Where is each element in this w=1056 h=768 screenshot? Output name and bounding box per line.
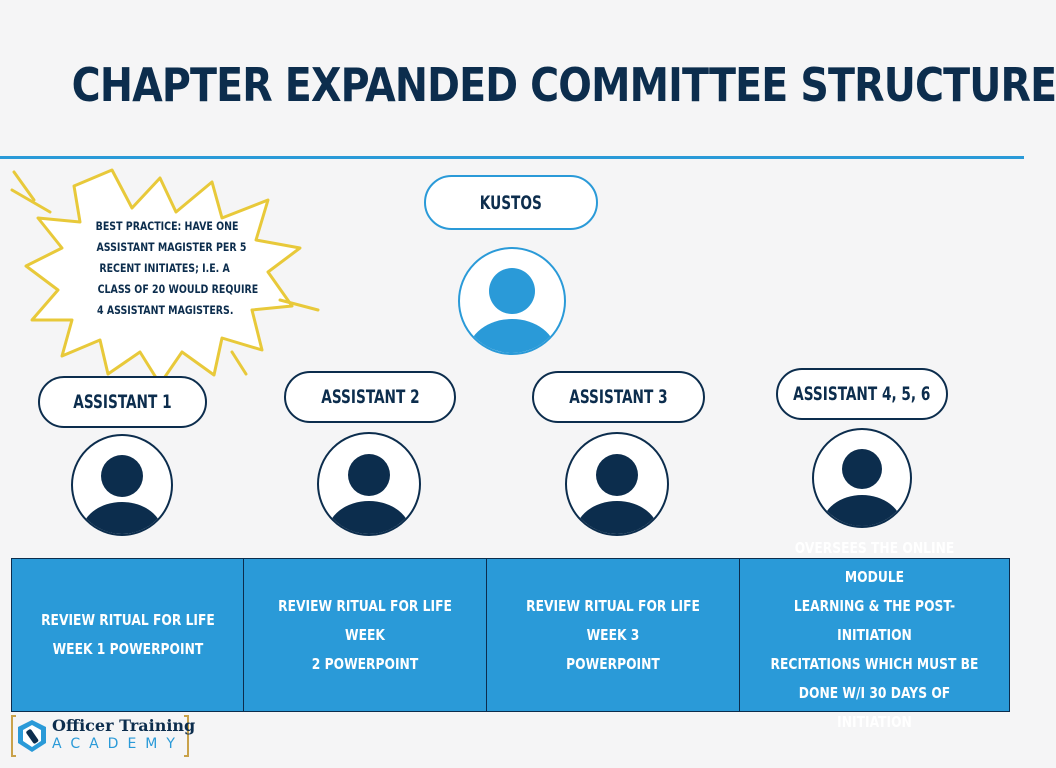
logo-line-2: ACADEMY: [52, 736, 184, 752]
duty-cell-assistant-456: OVERSEES THE ONLINE MODULE LEARNING & TH…: [740, 539, 1009, 731]
best-practice-line: RECENT INITIATES; I.E. A: [99, 261, 231, 275]
duty-cell-assistant-1: REVIEW RITUAL FOR LIFE WEEK 1 POWERPOINT: [12, 559, 244, 711]
page-title: CHAPTER EXPANDED COMMITTEE STRUCTURE: [71, 58, 1056, 112]
duty-cell-assistant-2: REVIEW RITUAL FOR LIFE WEEK 2 POWERPOINT: [244, 559, 487, 711]
duty-line: REVIEW RITUAL FOR LIFE WEEK 3: [526, 596, 700, 644]
person-icon: [71, 434, 173, 536]
duty-line: LEARNING & THE POST-INITIATION: [793, 596, 956, 644]
best-practice-line: BEST PRACTICE: HAVE ONE: [95, 219, 239, 233]
kustos-label-text: KUSTOS: [479, 191, 543, 214]
officer-training-academy-logo: [11, 715, 189, 757]
duty-line: RECITATIONS WHICH MUST BE: [770, 654, 979, 673]
title-divider: [0, 156, 1024, 159]
kustos-label: KUSTOS: [424, 175, 598, 230]
assistant-label-text: ASSISTANT 3: [569, 386, 668, 408]
best-practice-starburst: [10, 168, 320, 386]
assistant-2-label: ASSISTANT 2: [284, 371, 456, 423]
duty-line: DONE W/I 30 DAYS OF INITIATION: [798, 683, 951, 731]
best-practice-line: ASSISTANT MAGISTER PER 5: [96, 240, 247, 254]
person-icon: [812, 428, 912, 528]
best-practice-text: BEST PRACTICE: HAVE ONE ASSISTANT MAGIST…: [80, 216, 259, 321]
assistant-1-label: ASSISTANT 1: [38, 376, 207, 428]
assistant-label-text: ASSISTANT 2: [320, 386, 420, 408]
assistant-456-label: ASSISTANT 4, 5, 6: [776, 368, 948, 420]
duties-table: REVIEW RITUAL FOR LIFE WEEK 1 POWERPOINT…: [11, 539, 1010, 731]
best-practice-line: CLASS OF 20 WOULD REQUIRE: [97, 282, 259, 296]
duty-line: 2 POWERPOINT: [311, 654, 419, 673]
assistant-3-label: ASSISTANT 3: [532, 371, 705, 423]
assistant-label-text: ASSISTANT 1: [73, 391, 172, 413]
logo-line-1: Officer Training: [52, 716, 196, 735]
duty-line: OVERSEES THE ONLINE MODULE: [794, 538, 955, 586]
duty-line: POWERPOINT: [566, 654, 660, 673]
duty-line: REVIEW RITUAL FOR LIFE WEEK: [278, 596, 452, 644]
person-icon: [458, 247, 566, 355]
duty-line: WEEK 1 POWERPOINT: [52, 640, 203, 658]
person-icon: [565, 432, 669, 536]
wrench-shield-logo-icon: [18, 720, 46, 752]
person-icon: [317, 432, 421, 536]
best-practice-line: 4 ASSISTANT MAGISTERS.: [96, 303, 234, 317]
duty-cell-assistant-3: REVIEW RITUAL FOR LIFE WEEK 3 POWERPOINT: [487, 559, 740, 711]
duty-line: REVIEW RITUAL FOR LIFE: [40, 611, 215, 629]
assistant-label-text: ASSISTANT 4, 5, 6: [793, 383, 931, 405]
